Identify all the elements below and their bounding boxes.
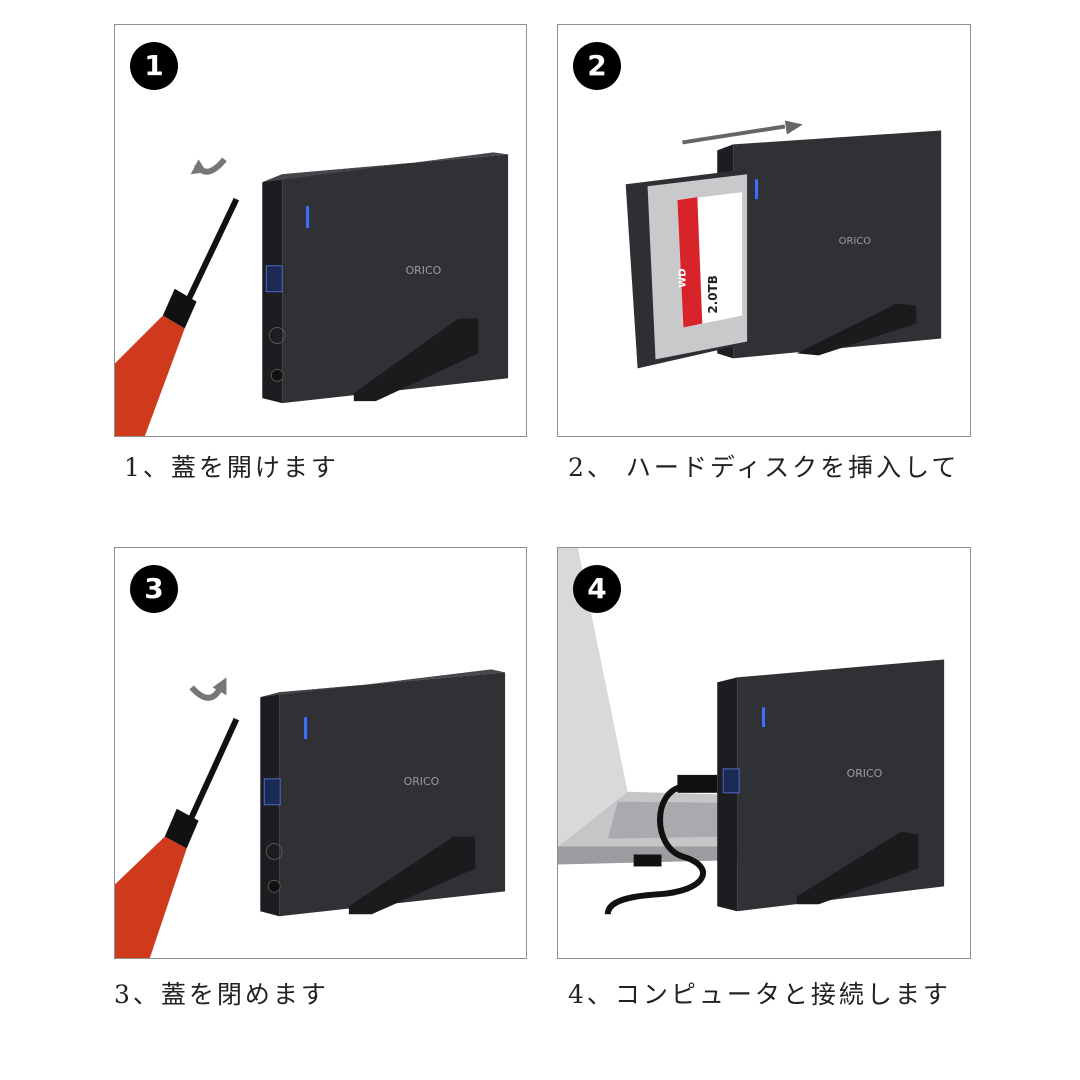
insert-direction-arrow-icon bbox=[682, 124, 786, 145]
stand bbox=[796, 303, 917, 356]
dc-port bbox=[270, 368, 284, 382]
brand-logo: ORICO bbox=[847, 767, 883, 780]
step-3-caption: 3、蓋を閉めます bbox=[114, 980, 329, 1009]
step-1-panel: ORICO 1 bbox=[114, 24, 527, 437]
brand-logo: ORICO bbox=[404, 775, 440, 788]
stand bbox=[796, 831, 919, 905]
step-4-panel: ORICO 4 bbox=[557, 547, 971, 959]
step-2-panel: ORICO WD 2.0TB 2 bbox=[557, 24, 971, 437]
brand-logo: ORICO bbox=[839, 236, 872, 247]
step-number-badge: 2 bbox=[573, 42, 621, 90]
usb-port bbox=[722, 768, 740, 794]
hdd-enclosure: ORICO bbox=[262, 152, 509, 404]
hdd-enclosure: ORICO bbox=[717, 130, 942, 359]
usb-cable bbox=[604, 774, 718, 915]
hdd-enclosure: ORICO bbox=[260, 669, 506, 917]
power-button bbox=[265, 843, 283, 860]
usb-plug bbox=[677, 774, 718, 793]
step-1-caption: 1、蓋を開けます bbox=[124, 453, 339, 482]
step-number-badge: 1 bbox=[130, 42, 178, 90]
hard-disk-drive: WD 2.0TB bbox=[625, 169, 748, 369]
step-number-badge: 3 bbox=[130, 565, 178, 613]
step-4-caption: 4、コンピュータと接続します bbox=[568, 980, 951, 1009]
screwdriver bbox=[115, 197, 240, 436]
insert-drive-illustration: ORICO WD 2.0TB bbox=[625, 120, 942, 369]
stand bbox=[348, 836, 476, 915]
step-number-badge: 4 bbox=[573, 565, 621, 613]
drive-label bbox=[677, 197, 703, 328]
enclosure-open-illustration: ORICO bbox=[115, 152, 509, 436]
step-3-panel: ORICO 3 bbox=[114, 547, 527, 959]
usb-port bbox=[263, 778, 281, 806]
hdd-enclosure: ORICO bbox=[717, 659, 945, 912]
power-button bbox=[268, 327, 286, 344]
drive-brand-text: WD bbox=[677, 269, 688, 288]
usb-port bbox=[265, 265, 283, 293]
led-indicator bbox=[304, 717, 308, 740]
laptop-keyboard bbox=[607, 801, 728, 839]
led-indicator bbox=[306, 206, 310, 229]
rotate-arrow-icon bbox=[189, 685, 223, 701]
led-indicator bbox=[762, 707, 765, 728]
dc-port bbox=[267, 879, 281, 893]
drive-capacity-text: 2.0TB bbox=[706, 275, 720, 313]
led-indicator bbox=[755, 179, 759, 200]
brand-logo: ORICO bbox=[406, 264, 442, 277]
connect-computer-illustration: ORICO bbox=[558, 548, 945, 915]
step-2-caption: 2、 ハードディスクを挿入して bbox=[568, 453, 960, 482]
enclosure-close-illustration: ORICO bbox=[115, 669, 506, 958]
stand bbox=[353, 318, 479, 402]
screwdriver bbox=[115, 717, 240, 958]
